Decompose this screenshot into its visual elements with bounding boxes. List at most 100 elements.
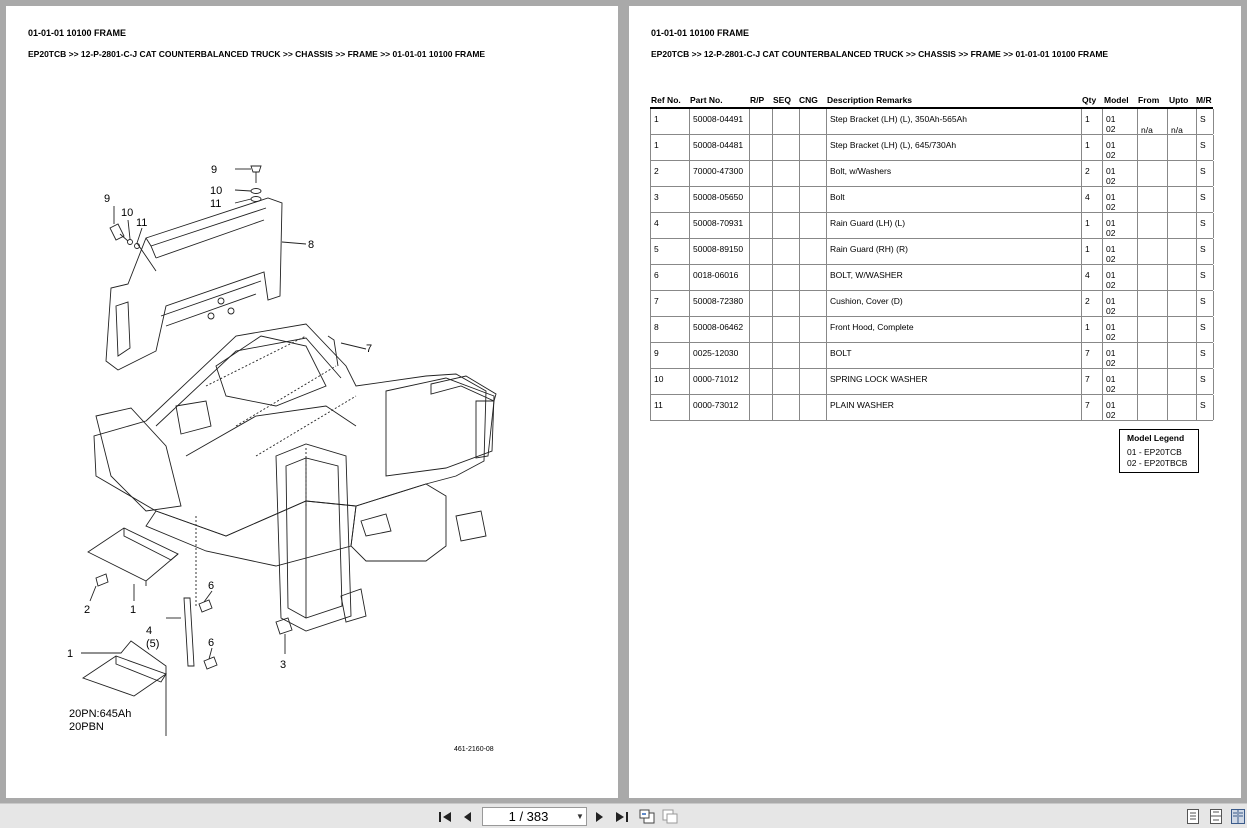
model-code: 01 <box>1106 400 1116 410</box>
cell-cng <box>800 213 827 238</box>
cell-qty: 4 <box>1082 265 1103 290</box>
cell-ref: 1 <box>651 135 690 160</box>
cell-rp <box>750 317 773 342</box>
cell-ref: 7 <box>651 291 690 316</box>
model-code: 02 <box>1106 254 1116 264</box>
go-forward-view-button[interactable] <box>662 808 678 825</box>
callout-7: 7 <box>366 343 372 355</box>
cell-description: Cushion, Cover (D) <box>827 291 1082 316</box>
last-page-button[interactable] <box>614 808 630 825</box>
cell-from <box>1138 343 1168 368</box>
cell-upto <box>1168 239 1197 264</box>
cell-part-no: 70000-47300 <box>690 161 750 186</box>
cell-mr: S <box>1197 161 1214 186</box>
cell-cng <box>800 109 827 134</box>
callout-3: 3 <box>280 659 286 671</box>
model-code: 01 <box>1106 270 1116 280</box>
continuous-view-button[interactable] <box>1210 809 1222 824</box>
cell-part-no: 50008-89150 <box>690 239 750 264</box>
cell-rp <box>750 161 773 186</box>
next-page-button[interactable] <box>592 808 608 825</box>
single-page-view-button[interactable] <box>1187 809 1199 824</box>
model-code: 02 <box>1106 332 1116 342</box>
cell-cng <box>800 369 827 394</box>
cell-upto <box>1168 369 1197 394</box>
model-code: 02 <box>1106 410 1116 420</box>
cell-from <box>1138 161 1168 186</box>
col-from: From <box>1138 95 1160 105</box>
first-page-button[interactable] <box>437 808 453 825</box>
cell-rp <box>750 395 773 420</box>
cell-seq <box>773 395 800 420</box>
cell-description: Step Bracket (LH) (L), 645/730Ah <box>827 135 1082 160</box>
cell-part-no: 0000-73012 <box>690 395 750 420</box>
cell-qty: 7 <box>1082 343 1103 368</box>
cell-seq <box>773 109 800 134</box>
cell-ref: 2 <box>651 161 690 186</box>
cell-part-no: 0025-12030 <box>690 343 750 368</box>
callout-6-lower: 6 <box>208 637 214 649</box>
callout-6-upper: 6 <box>208 580 214 592</box>
cell-seq <box>773 343 800 368</box>
page-right: 01-01-01 10100 FRAME EP20TCB >> 12-P-280… <box>629 6 1241 798</box>
prev-page-icon <box>464 811 471 822</box>
cell-mr: S <box>1197 109 1214 134</box>
cell-upto <box>1168 135 1197 160</box>
cell-rp <box>750 109 773 134</box>
page-title: 01-01-01 10100 FRAME <box>651 28 750 38</box>
go-back-view-button[interactable] <box>639 808 655 825</box>
cell-upto <box>1168 213 1197 238</box>
cell-qty: 1 <box>1082 135 1103 160</box>
cell-cng <box>800 161 827 186</box>
col-ref: Ref No. <box>651 95 681 105</box>
cell-ref: 10 <box>651 369 690 394</box>
cell-upto <box>1168 395 1197 420</box>
cell-mr: S <box>1197 213 1214 238</box>
cell-rp <box>750 343 773 368</box>
two-page-view-button[interactable] <box>1231 809 1245 824</box>
cell-qty: 7 <box>1082 369 1103 394</box>
cell-qty: 2 <box>1082 161 1103 186</box>
cell-from <box>1138 317 1168 342</box>
cell-rp <box>750 265 773 290</box>
cell-qty: 7 <box>1082 395 1103 420</box>
col-rp: R/P <box>750 95 765 105</box>
callout-10-left: 10 <box>121 207 133 219</box>
cell-mr: S <box>1197 291 1214 316</box>
model-code: 01 <box>1106 140 1116 150</box>
cell-cng <box>800 343 827 368</box>
breadcrumb: EP20TCB >> 12-P-2801-C-J CAT COUNTERBALA… <box>651 49 1109 59</box>
cell-rp <box>750 213 773 238</box>
cell-seq <box>773 187 800 212</box>
model-code: 02 <box>1106 228 1116 238</box>
page-number-select[interactable]: 1 / 383 ▼ <box>482 807 587 826</box>
cell-rp <box>750 239 773 264</box>
model-code: 01 <box>1106 348 1116 358</box>
cell-description: Front Hood, Complete <box>827 317 1082 342</box>
cell-description: Rain Guard (LH) (L) <box>827 213 1082 238</box>
battery-note-line1: 20PN:645Ah <box>69 708 131 720</box>
model-code: 01 <box>1106 296 1116 306</box>
model-code: 02 <box>1106 202 1116 212</box>
col-mr: M/R <box>1196 95 1212 105</box>
back-view-icon <box>639 809 655 824</box>
legend-item: 01 - EP20TCB <box>1127 447 1182 457</box>
cell-rp <box>750 135 773 160</box>
prev-page-button[interactable] <box>459 808 475 825</box>
model-code: 01 <box>1106 374 1116 384</box>
model-code: 02 <box>1106 176 1116 186</box>
cell-seq <box>773 291 800 316</box>
cell-mr: S <box>1197 135 1214 160</box>
cell-description: Bolt, w/Washers <box>827 161 1082 186</box>
cell-ref: 5 <box>651 239 690 264</box>
cell-ref: 6 <box>651 265 690 290</box>
cell-ref: 1 <box>651 109 690 134</box>
model-code: 01 <box>1106 166 1116 176</box>
